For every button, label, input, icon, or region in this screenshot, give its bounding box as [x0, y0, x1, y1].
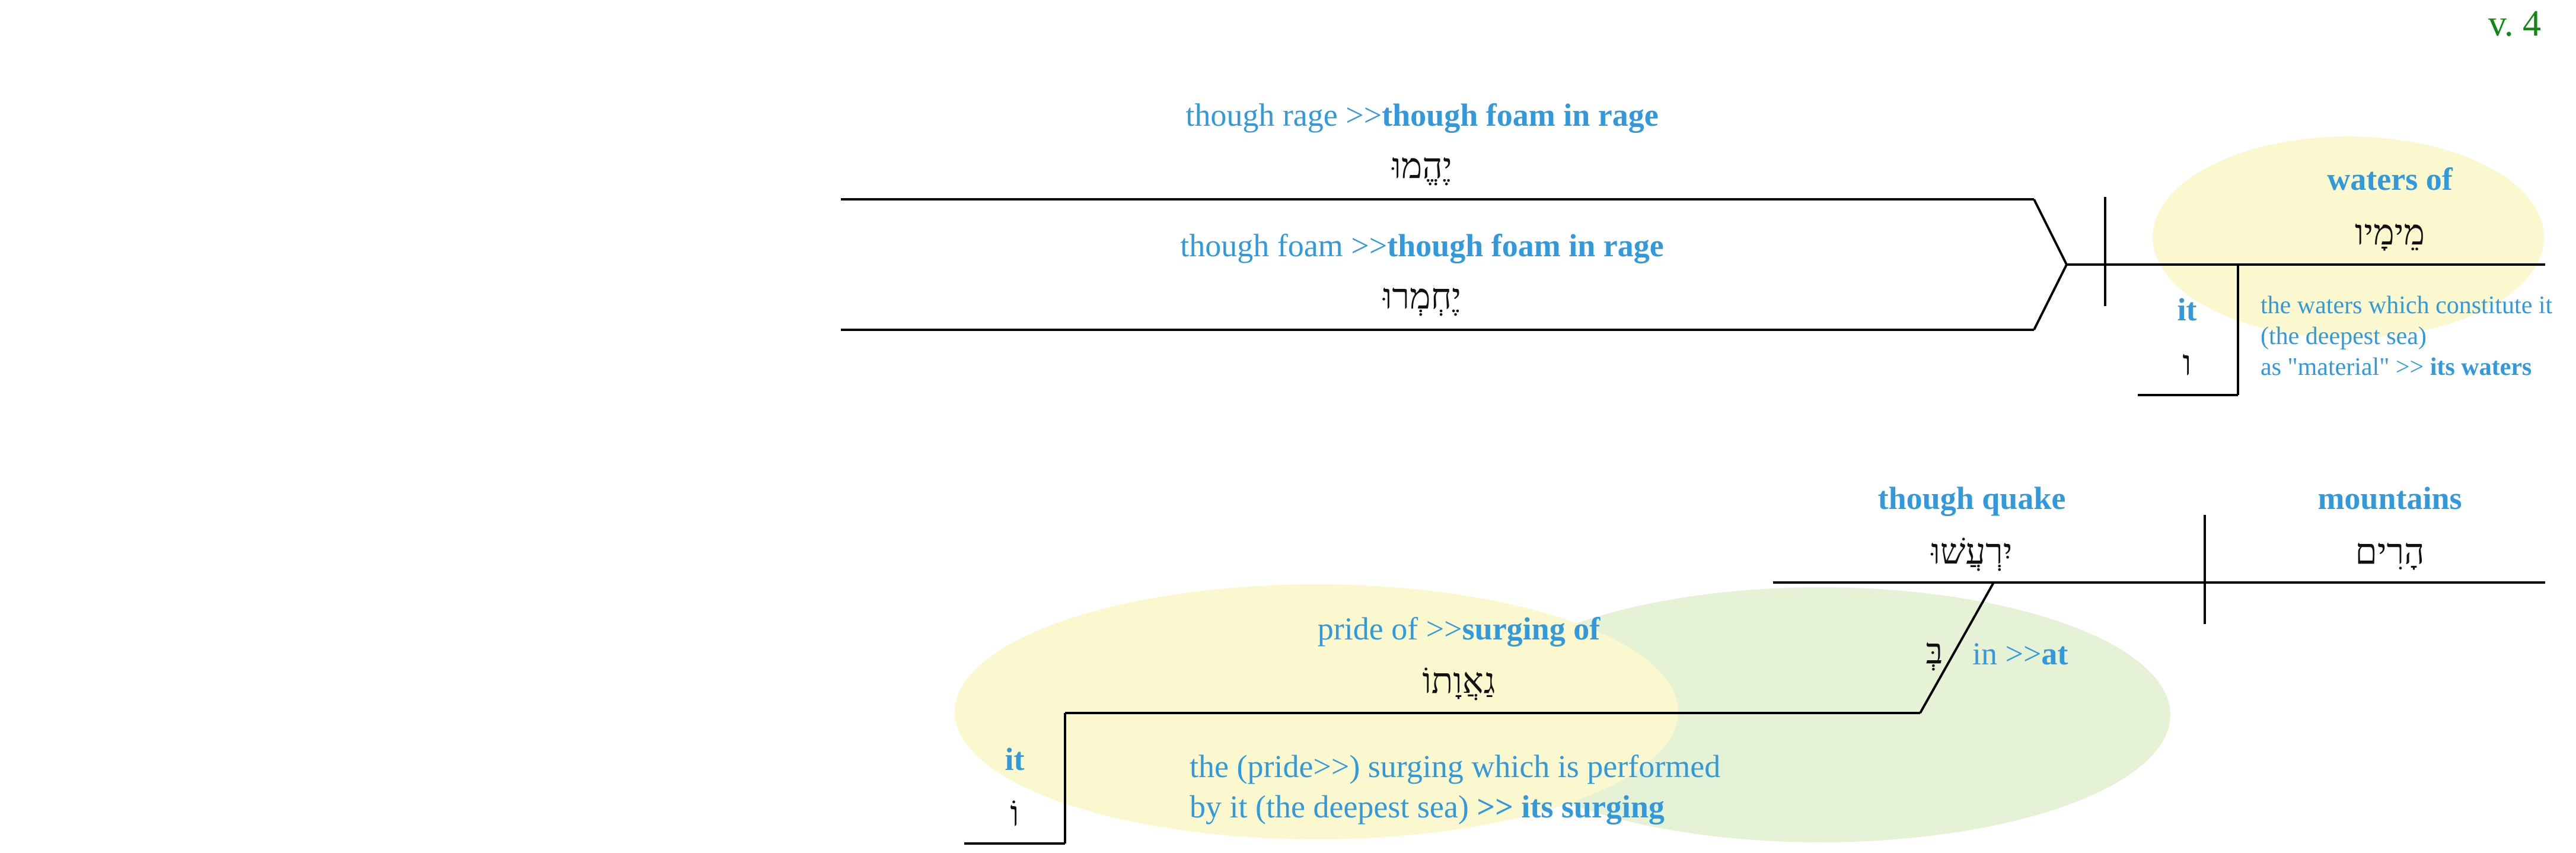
highlight-yellow-ellipse-upper [2153, 136, 2544, 338]
verb2-hebrew: יֶחְמְרוּ [1382, 276, 1461, 317]
verse-label: v. 4 [2488, 4, 2541, 44]
verb2-gloss: though foam >>though foam in rage [1180, 228, 1663, 263]
clause2-subject-hebrew: הָרִים [2355, 531, 2424, 572]
verb1-hebrew: יֶהֱמוּ [1391, 145, 1452, 187]
modifier-hebrew: ו [2182, 342, 2191, 384]
clause2-verb-gloss: though quake [1878, 480, 2066, 516]
clause2-note-line-1: the (pride>>) surging which is performed [1190, 749, 1720, 784]
preposition-gloss: in >>at [1972, 636, 2068, 671]
verb1-gloss: though rage >>though foam in rage [1185, 97, 1658, 133]
clause2-subject-gloss: mountains [2317, 480, 2462, 516]
clause2-verb-hebrew: יִרְעֲשׁוּ [1931, 531, 2013, 572]
subject-gloss: waters of [2327, 161, 2453, 197]
object-gloss: pride of >>surging of [1318, 611, 1601, 647]
preposition-slant [1919, 582, 1995, 714]
preposition-hebrew: בְּ [1926, 631, 1943, 672]
object-modifier-gloss: it [1005, 741, 1025, 777]
subject-hebrew: מֵימָיו [2355, 212, 2425, 253]
compound-connector [2033, 199, 2068, 330]
highlight-green-ellipse [1471, 587, 2170, 842]
note-line-3: as "material" >> its waters [2261, 354, 2532, 381]
modifier-gloss: it [2178, 292, 2197, 327]
note-line-2: (the deepest sea) [2261, 323, 2427, 350]
object-hebrew: גַאֲוָתוֹ [1422, 660, 1495, 702]
note-line-1: the waters which constitute it [2261, 292, 2553, 319]
object-modifier-hebrew: וֹ [1010, 793, 1019, 835]
clause2-note-line-2: by it (the deepest sea) >> its surging [1190, 789, 1665, 825]
